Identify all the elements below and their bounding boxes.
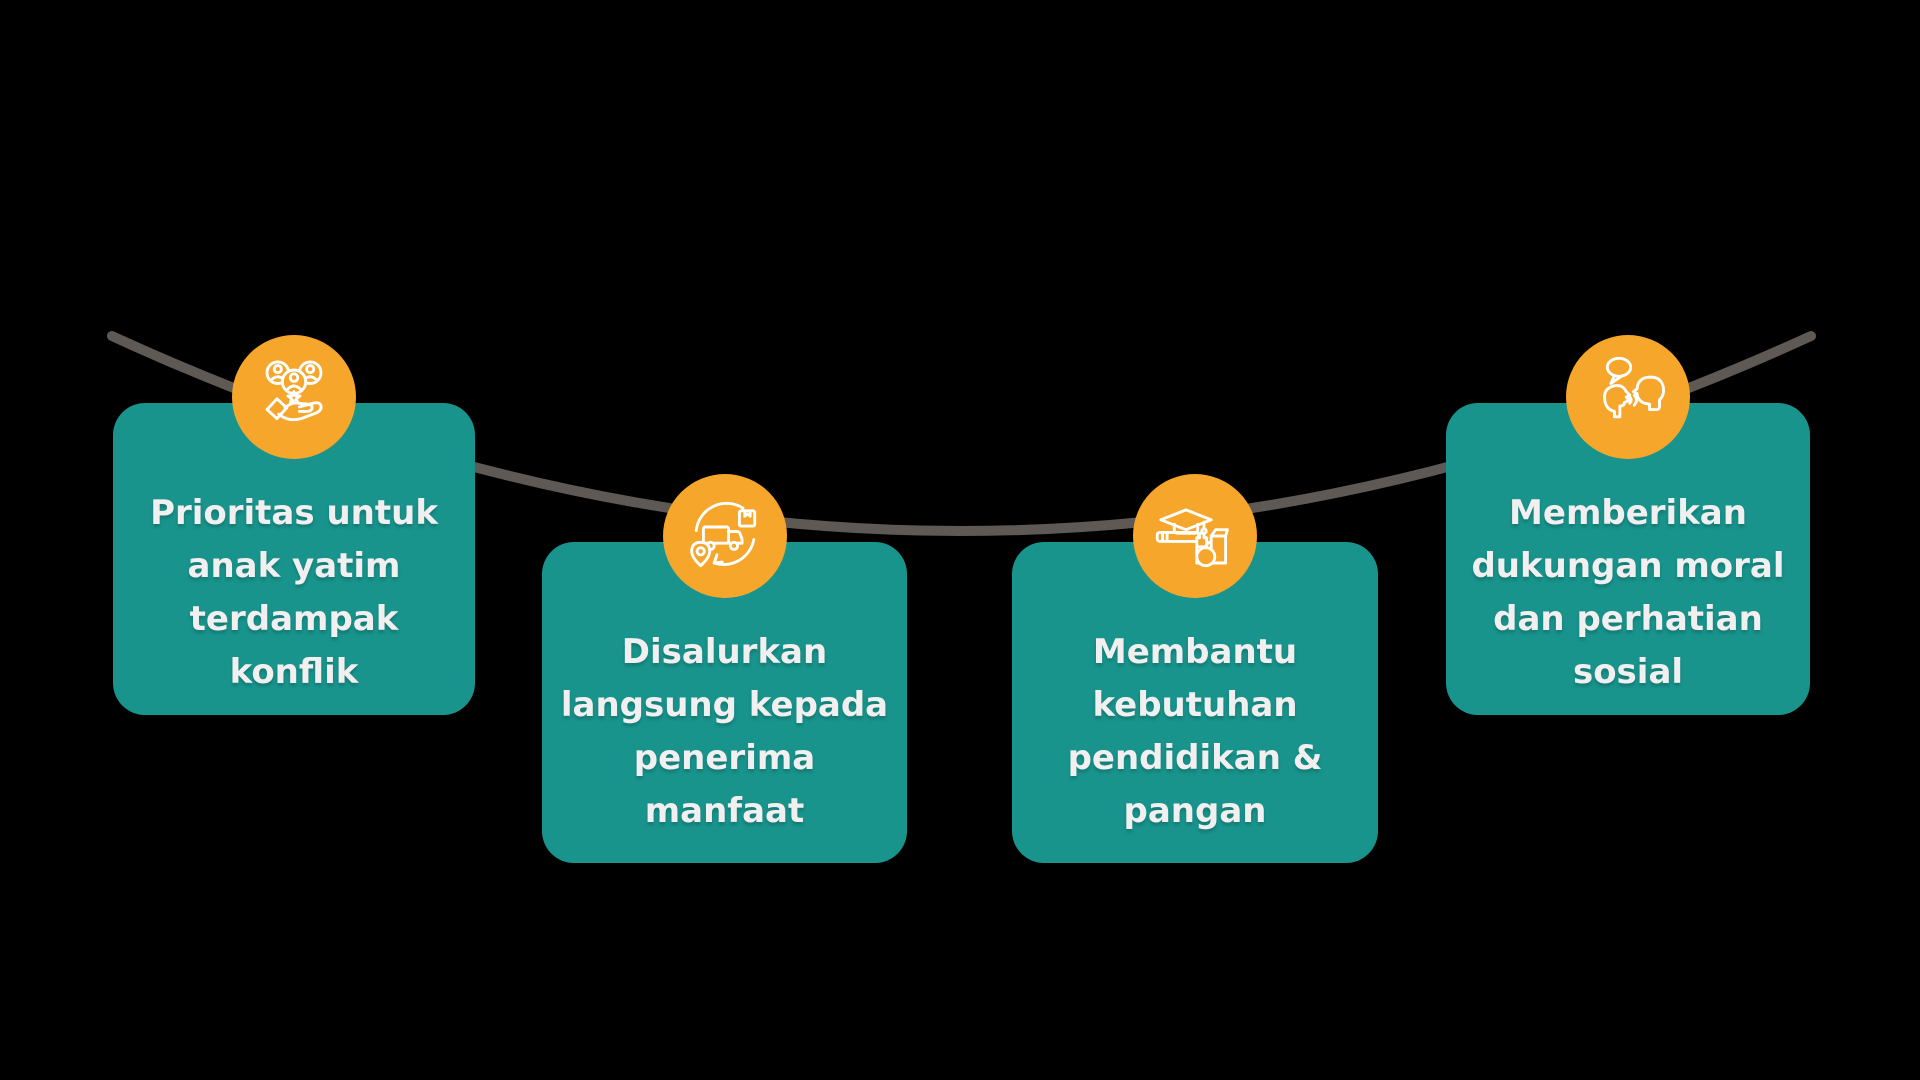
benefit-card-2: Disalurkan langsung kepada penerima manf… xyxy=(542,474,907,863)
icon-circle-1 xyxy=(232,335,356,459)
card-text-line: anak yatim xyxy=(187,546,401,586)
card-text-3: Membantu kebutuhan pendidikan & pangan xyxy=(1012,626,1378,838)
hand-holding-people-icon xyxy=(265,360,323,422)
education-food-icon xyxy=(1155,508,1229,568)
benefit-card-1: Prioritas untuk anak yatim terdampak kon… xyxy=(113,335,475,715)
card-text-line: pangan xyxy=(1123,791,1267,831)
delivery-distribution-icon xyxy=(689,501,756,568)
icon-circle-4 xyxy=(1566,335,1690,459)
card-text-line: kebutuhan xyxy=(1092,685,1298,725)
card-text-4: Memberikan dukungan moral dan perhatian … xyxy=(1446,487,1810,699)
card-text-line: Disalurkan xyxy=(621,632,828,672)
benefit-card-3: Membantu kebutuhan pendidikan & pangan xyxy=(1012,474,1378,863)
card-text-line: penerima xyxy=(633,738,816,778)
conversation-support-icon xyxy=(1603,356,1665,419)
card-text-line: pendidikan & xyxy=(1067,738,1323,778)
card-text-line: Prioritas untuk xyxy=(150,493,438,533)
icon-circle-3 xyxy=(1133,474,1257,598)
benefit-card-4: Memberikan dukungan moral dan perhatian … xyxy=(1446,335,1810,715)
card-text-line: dukungan moral xyxy=(1471,546,1785,586)
card-text-line: konflik xyxy=(229,652,359,692)
icon-circle-2 xyxy=(662,474,787,598)
card-text-line: sosial xyxy=(1572,652,1684,692)
card-text-line: Membantu xyxy=(1092,632,1298,672)
card-text-line: Memberikan xyxy=(1509,493,1747,533)
card-text-line: dan perhatian xyxy=(1493,599,1763,639)
card-text-2: Disalurkan langsung kepada penerima manf… xyxy=(542,626,907,838)
card-text-1: Prioritas untuk anak yatim terdampak kon… xyxy=(113,487,475,699)
card-text-line: manfaat xyxy=(644,791,805,831)
card-text-line: terdampak xyxy=(189,599,399,639)
card-text-line: langsung kepada xyxy=(560,685,889,725)
